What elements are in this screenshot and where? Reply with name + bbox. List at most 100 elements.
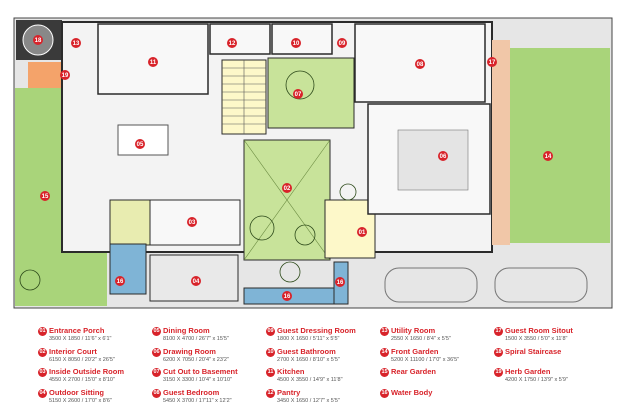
legend-number: 09 [266, 327, 275, 336]
svg-text:16: 16 [337, 280, 344, 286]
svg-text:15: 15 [42, 194, 49, 200]
trees [19, 70, 357, 291]
svg-text:16: 16 [117, 279, 124, 285]
drawing-room-rug [397, 129, 469, 191]
legend-room-name: Herb Garden [505, 367, 551, 376]
legend-room-name: Utility Room [391, 326, 436, 335]
pantry-area [209, 23, 271, 55]
legend-number: 06 [152, 348, 161, 357]
svg-text:07: 07 [295, 92, 302, 98]
legend-room-dimensions: 5150 X 2600 / 17'0" x 8'6" [49, 398, 112, 404]
legend-number: 07 [152, 368, 161, 377]
svg-text:09: 09 [339, 41, 346, 47]
parking [384, 267, 588, 303]
water-body-left [109, 243, 147, 295]
marker-13: 13 [71, 38, 81, 48]
legend-room-name: Water Body [391, 388, 433, 397]
legend-room-name: Guest Bathroom [277, 347, 336, 356]
legend-room-name: Pantry [277, 388, 301, 397]
legend-room-dimensions: 8100 X 4700 / 26'7" x 15'5" [163, 336, 229, 342]
legend-room-dimensions: 5200 X 11100 / 17'0" x 36'5" [391, 357, 460, 363]
legend-number: 17 [494, 327, 503, 336]
legend-room-dimensions: 4500 X 3550 / 14'9" x 11'8" [277, 377, 343, 383]
legend-room-name: Outdoor Sitting [49, 388, 104, 397]
marker-09: 09 [337, 38, 347, 48]
svg-text:04: 04 [193, 279, 200, 285]
marker-17: 17 [487, 57, 497, 67]
stair-treads [222, 60, 266, 134]
legend-number: 15 [380, 368, 389, 377]
legend-number: 12 [266, 389, 275, 398]
legend-room-name: Spiral Staircase [505, 347, 562, 356]
marker-10: 10 [291, 38, 301, 48]
legend-number: 19 [494, 368, 503, 377]
svg-text:14: 14 [545, 154, 552, 160]
svg-text:12: 12 [229, 41, 236, 47]
marker-15: 15 [40, 191, 50, 201]
legend-room-name: Interior Court [49, 347, 97, 356]
svg-text:05: 05 [137, 142, 144, 148]
svg-text:13: 13 [73, 41, 80, 47]
legend-room-dimensions: 2550 X 1650 / 8'4" x 5'5" [391, 336, 451, 342]
legend-room-name: Guest Room Sitout [505, 326, 573, 335]
room-markers: 18 13 19 11 12 10 09 08 17 07 05 06 14 0… [33, 35, 553, 301]
legend-room-name: Guest Bedroom [163, 388, 220, 397]
legend-room-dimensions: 3150 X 3300 / 10'4" x 10'10" [163, 377, 233, 383]
legend-room-name: Kitchen [277, 367, 305, 376]
legend-room-dimensions: 5450 X 3700 / 17'11" x 12'2" [163, 398, 232, 404]
legend-room-dimensions: 3450 X 1650 / 12'7" x 5'5" [277, 398, 340, 404]
legend-room-dimensions: 4550 X 2700 / 15'0" x 8'10" [49, 377, 115, 383]
legend-room-dimensions: 1800 X 1650 / 5'11" x 5'5" [277, 336, 340, 342]
guest-room-sitout [492, 40, 510, 245]
legend-room-dimensions: 3500 X 1850 / 11'6" x 6'1" [49, 336, 112, 342]
legend-room-dimensions: 1500 X 3550 / 5'0" x 11'8" [505, 336, 568, 342]
legend-room-name: Dining Room [163, 326, 210, 335]
legend-number: 11 [266, 368, 275, 377]
legend-number: 02 [38, 348, 47, 357]
marker-11: 11 [148, 57, 158, 67]
legend-number: 04 [38, 389, 47, 398]
marker-19: 19 [60, 70, 70, 80]
legend-room-dimensions: 6150 X 8050 / 20'2" x 26'5" [49, 357, 115, 363]
marker-05: 05 [135, 139, 145, 149]
legend-number: 14 [380, 348, 389, 357]
marker-02: 02 [282, 183, 292, 193]
legend-number: 03 [38, 368, 47, 377]
legend-room-dimensions: 2700 X 1650 / 8'10" x 5'5" [277, 357, 340, 363]
marker-08: 08 [415, 59, 425, 69]
svg-text:11: 11 [150, 60, 157, 66]
cut-out-basement [324, 199, 376, 259]
court-roof-lines [243, 139, 331, 261]
marker-01: 01 [357, 227, 367, 237]
marker-16b: 16 [282, 291, 292, 301]
legend-number: 16 [380, 389, 389, 398]
legend-room-name: Rear Garden [391, 367, 437, 376]
svg-text:01: 01 [359, 230, 366, 236]
marker-03: 03 [187, 217, 197, 227]
marker-18: 18 [33, 35, 43, 45]
guest-bathroom-area [271, 23, 333, 55]
marker-06: 06 [438, 151, 448, 161]
svg-text:02: 02 [284, 186, 291, 192]
svg-text:16: 16 [284, 294, 291, 300]
svg-text:10: 10 [293, 41, 300, 47]
legend-number: 05 [152, 327, 161, 336]
legend-room-name: Drawing Room [163, 347, 216, 356]
legend-room-name: Inside Outside Room [49, 367, 125, 376]
marker-16c: 16 [335, 277, 345, 287]
legend-room-name: Front Garden [391, 347, 439, 356]
legend-room-dimensions: 4200 X 1750 / 13'9" x 5'9" [505, 377, 568, 383]
marker-14: 14 [543, 151, 553, 161]
legend-number: 10 [266, 348, 275, 357]
svg-text:03: 03 [189, 220, 196, 226]
front-garden [510, 48, 610, 243]
marker-04: 04 [191, 276, 201, 286]
marker-16: 16 [115, 276, 125, 286]
legend-number: 01 [38, 327, 47, 336]
legend-room-name: Entrance Porch [49, 326, 105, 335]
interior-court [267, 57, 355, 129]
marker-07: 07 [293, 89, 303, 99]
herb-garden [109, 199, 151, 246]
